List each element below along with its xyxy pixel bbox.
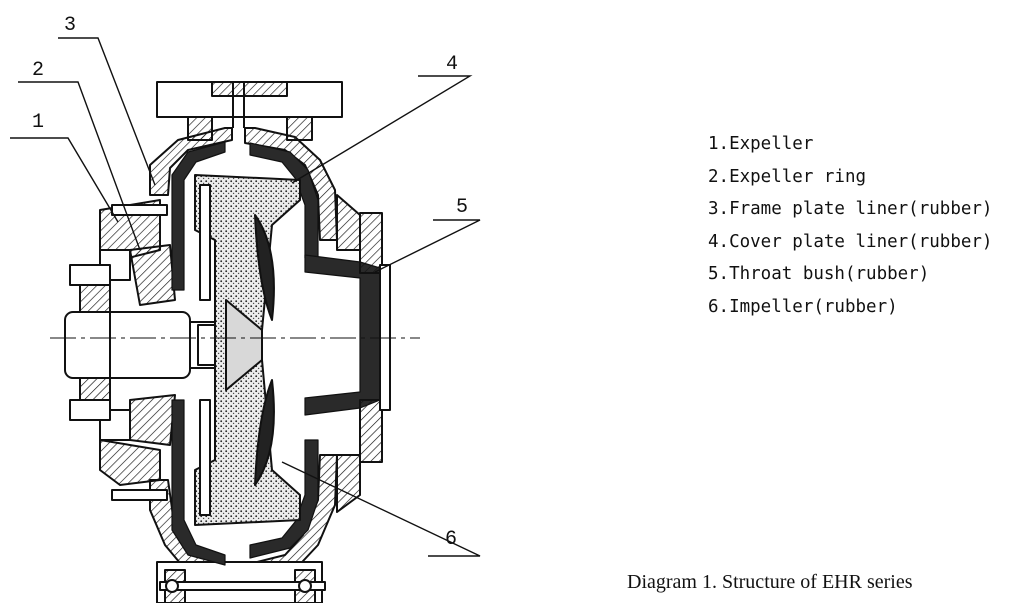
callout-6: 6 bbox=[445, 528, 458, 551]
frame-plate-liner bbox=[171, 141, 226, 566]
legend-item-expeller-ring: 2.Expeller ring bbox=[708, 166, 867, 187]
callout-2: 2 bbox=[32, 59, 45, 82]
callout-1: 1 bbox=[32, 111, 45, 134]
leader-lines bbox=[10, 37, 481, 557]
discharge-flange bbox=[156, 81, 343, 141]
legend-item-cover-plate-liner: 4.Cover plate liner(rubber) bbox=[708, 231, 993, 252]
legend-item-frame-plate-liner: 3.Frame plate liner(rubber) bbox=[708, 199, 993, 219]
parts-legend: 1.Expeller 2.Expeller ring 3.Frame plate… bbox=[708, 128, 992, 323]
callout-4: 4 bbox=[446, 53, 459, 76]
callout-3: 3 bbox=[64, 14, 77, 37]
shaft bbox=[64, 311, 231, 379]
impeller bbox=[194, 174, 301, 526]
legend-item-expeller: 1.Expeller bbox=[708, 134, 814, 154]
diagram-caption: Diagram 1. Structure of EHR series bbox=[627, 571, 913, 593]
legend-item-impeller: 6.Impeller(rubber) bbox=[708, 296, 898, 317]
legend-item-throat-bush: 5.Throat bush(rubber) bbox=[708, 264, 930, 284]
callout-5: 5 bbox=[456, 196, 469, 219]
bolts bbox=[111, 204, 326, 593]
